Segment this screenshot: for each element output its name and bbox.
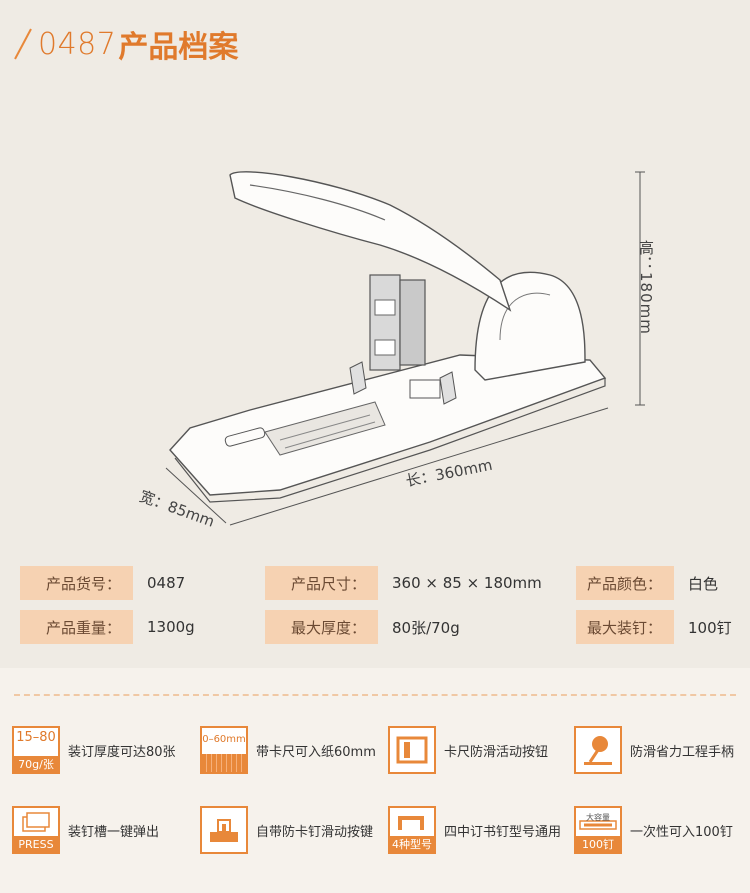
- feature-item: 0–60mm 带卡尺可入纸60mm: [200, 726, 376, 774]
- feature-item: 防滑省力工程手柄: [574, 726, 734, 774]
- spec-label: 产品重量：: [20, 610, 133, 644]
- spec-value: 360 × 85 × 180mm: [392, 574, 542, 592]
- spec-row: 产品重量： 1300g 最大厚度： 80张/70g 最大装钉： 100钉: [20, 610, 744, 644]
- spec-label: 产品颜色：: [576, 566, 674, 600]
- spec-value: 100钉: [688, 618, 732, 637]
- spec-value: 1300g: [147, 618, 195, 636]
- spec-cell-color: 产品颜色： 白色: [576, 566, 744, 600]
- spec-row: 产品货号： 0487 产品尺寸： 360 × 85 × 180mm 产品颜色： …: [20, 566, 744, 600]
- anti-jam-slider-icon: [200, 806, 248, 854]
- section-title: 0487 产品档案: [14, 24, 239, 65]
- spec-value: 白色: [688, 574, 719, 593]
- spec-label: 产品货号：: [20, 566, 133, 600]
- spec-cell-weight: 产品重量： 1300g: [20, 610, 265, 644]
- icon-top-text: 0–60mm: [202, 734, 246, 745]
- feature-item: 4种型号 四中订书钉型号通用: [388, 806, 561, 854]
- paper-thickness-icon: 15–80 70g/张: [12, 726, 60, 774]
- spec-value: 80张/70g: [392, 618, 460, 637]
- spec-label: 最大厚度：: [265, 610, 378, 644]
- spec-table: 产品货号： 0487 产品尺寸： 360 × 85 × 180mm 产品颜色： …: [20, 566, 744, 654]
- ruler-scale: [202, 754, 246, 772]
- stapler-illustration: [165, 171, 645, 526]
- icon-badge: 70g/张: [14, 756, 58, 772]
- feature-text: 自带防卡钉滑动按键: [256, 824, 374, 840]
- icon-top-text: 大容量: [586, 813, 610, 822]
- staple-tray-icon: PRESS: [12, 806, 60, 854]
- spec-cell-item-number: 产品货号： 0487: [20, 566, 265, 600]
- feature-text: 四中订书钉型号通用: [444, 824, 562, 840]
- product-archive-heading: 产品档案: [118, 30, 239, 65]
- spec-cell-dimensions: 产品尺寸： 360 × 85 × 180mm: [265, 566, 576, 600]
- icon-badge: 100钉: [576, 836, 620, 852]
- feature-item: 卡尺防滑活动按钮: [388, 726, 548, 774]
- feature-item: PRESS 装钉槽一键弹出: [12, 806, 159, 854]
- ruler-icon: 0–60mm: [200, 726, 248, 774]
- spec-label: 最大装钉：: [576, 610, 674, 644]
- capacity-icon: 大容量 100钉: [574, 806, 622, 854]
- spec-value: 0487: [147, 574, 186, 592]
- feature-grid: 15–80 70g/张 装订厚度可达80张 0–60mm 带卡尺可入纸60mm …: [0, 700, 750, 890]
- spec-label: 产品尺寸：: [265, 566, 378, 600]
- feature-text: 防滑省力工程手柄: [630, 744, 735, 760]
- icon-top-text: 15–80: [16, 730, 56, 745]
- feature-item: 15–80 70g/张 装订厚度可达80张: [12, 726, 176, 774]
- height-dimension-label: 高：180mm: [637, 240, 655, 335]
- icon-badge: PRESS: [14, 836, 58, 852]
- icon-badge: 4种型号: [390, 836, 434, 852]
- product-code-heading: 0487: [38, 26, 117, 62]
- feature-text: 装订厚度可达80张: [68, 744, 176, 760]
- product-panel: 0487 产品档案 高：180mm 长：360mm: [14, 24, 744, 654]
- staple-types-icon: 4种型号: [388, 806, 436, 854]
- title-slash-decoration: [14, 28, 32, 60]
- spec-cell-max-staples: 最大装钉： 100钉: [576, 610, 744, 644]
- feature-text: 卡尺防滑活动按钮: [444, 744, 549, 760]
- sliding-button-icon: [388, 726, 436, 774]
- spec-cell-max-thickness: 最大厚度： 80张/70g: [265, 610, 576, 644]
- ergonomic-handle-icon: [574, 726, 622, 774]
- feature-text: 带卡尺可入纸60mm: [256, 744, 376, 760]
- feature-text: 装钉槽一键弹出: [68, 824, 160, 840]
- feature-item: 自带防卡钉滑动按键: [200, 806, 373, 854]
- dashed-divider: [14, 694, 736, 696]
- feature-text: 一次性可入100钉: [630, 824, 733, 840]
- feature-item: 大容量 100钉 一次性可入100钉: [574, 806, 733, 854]
